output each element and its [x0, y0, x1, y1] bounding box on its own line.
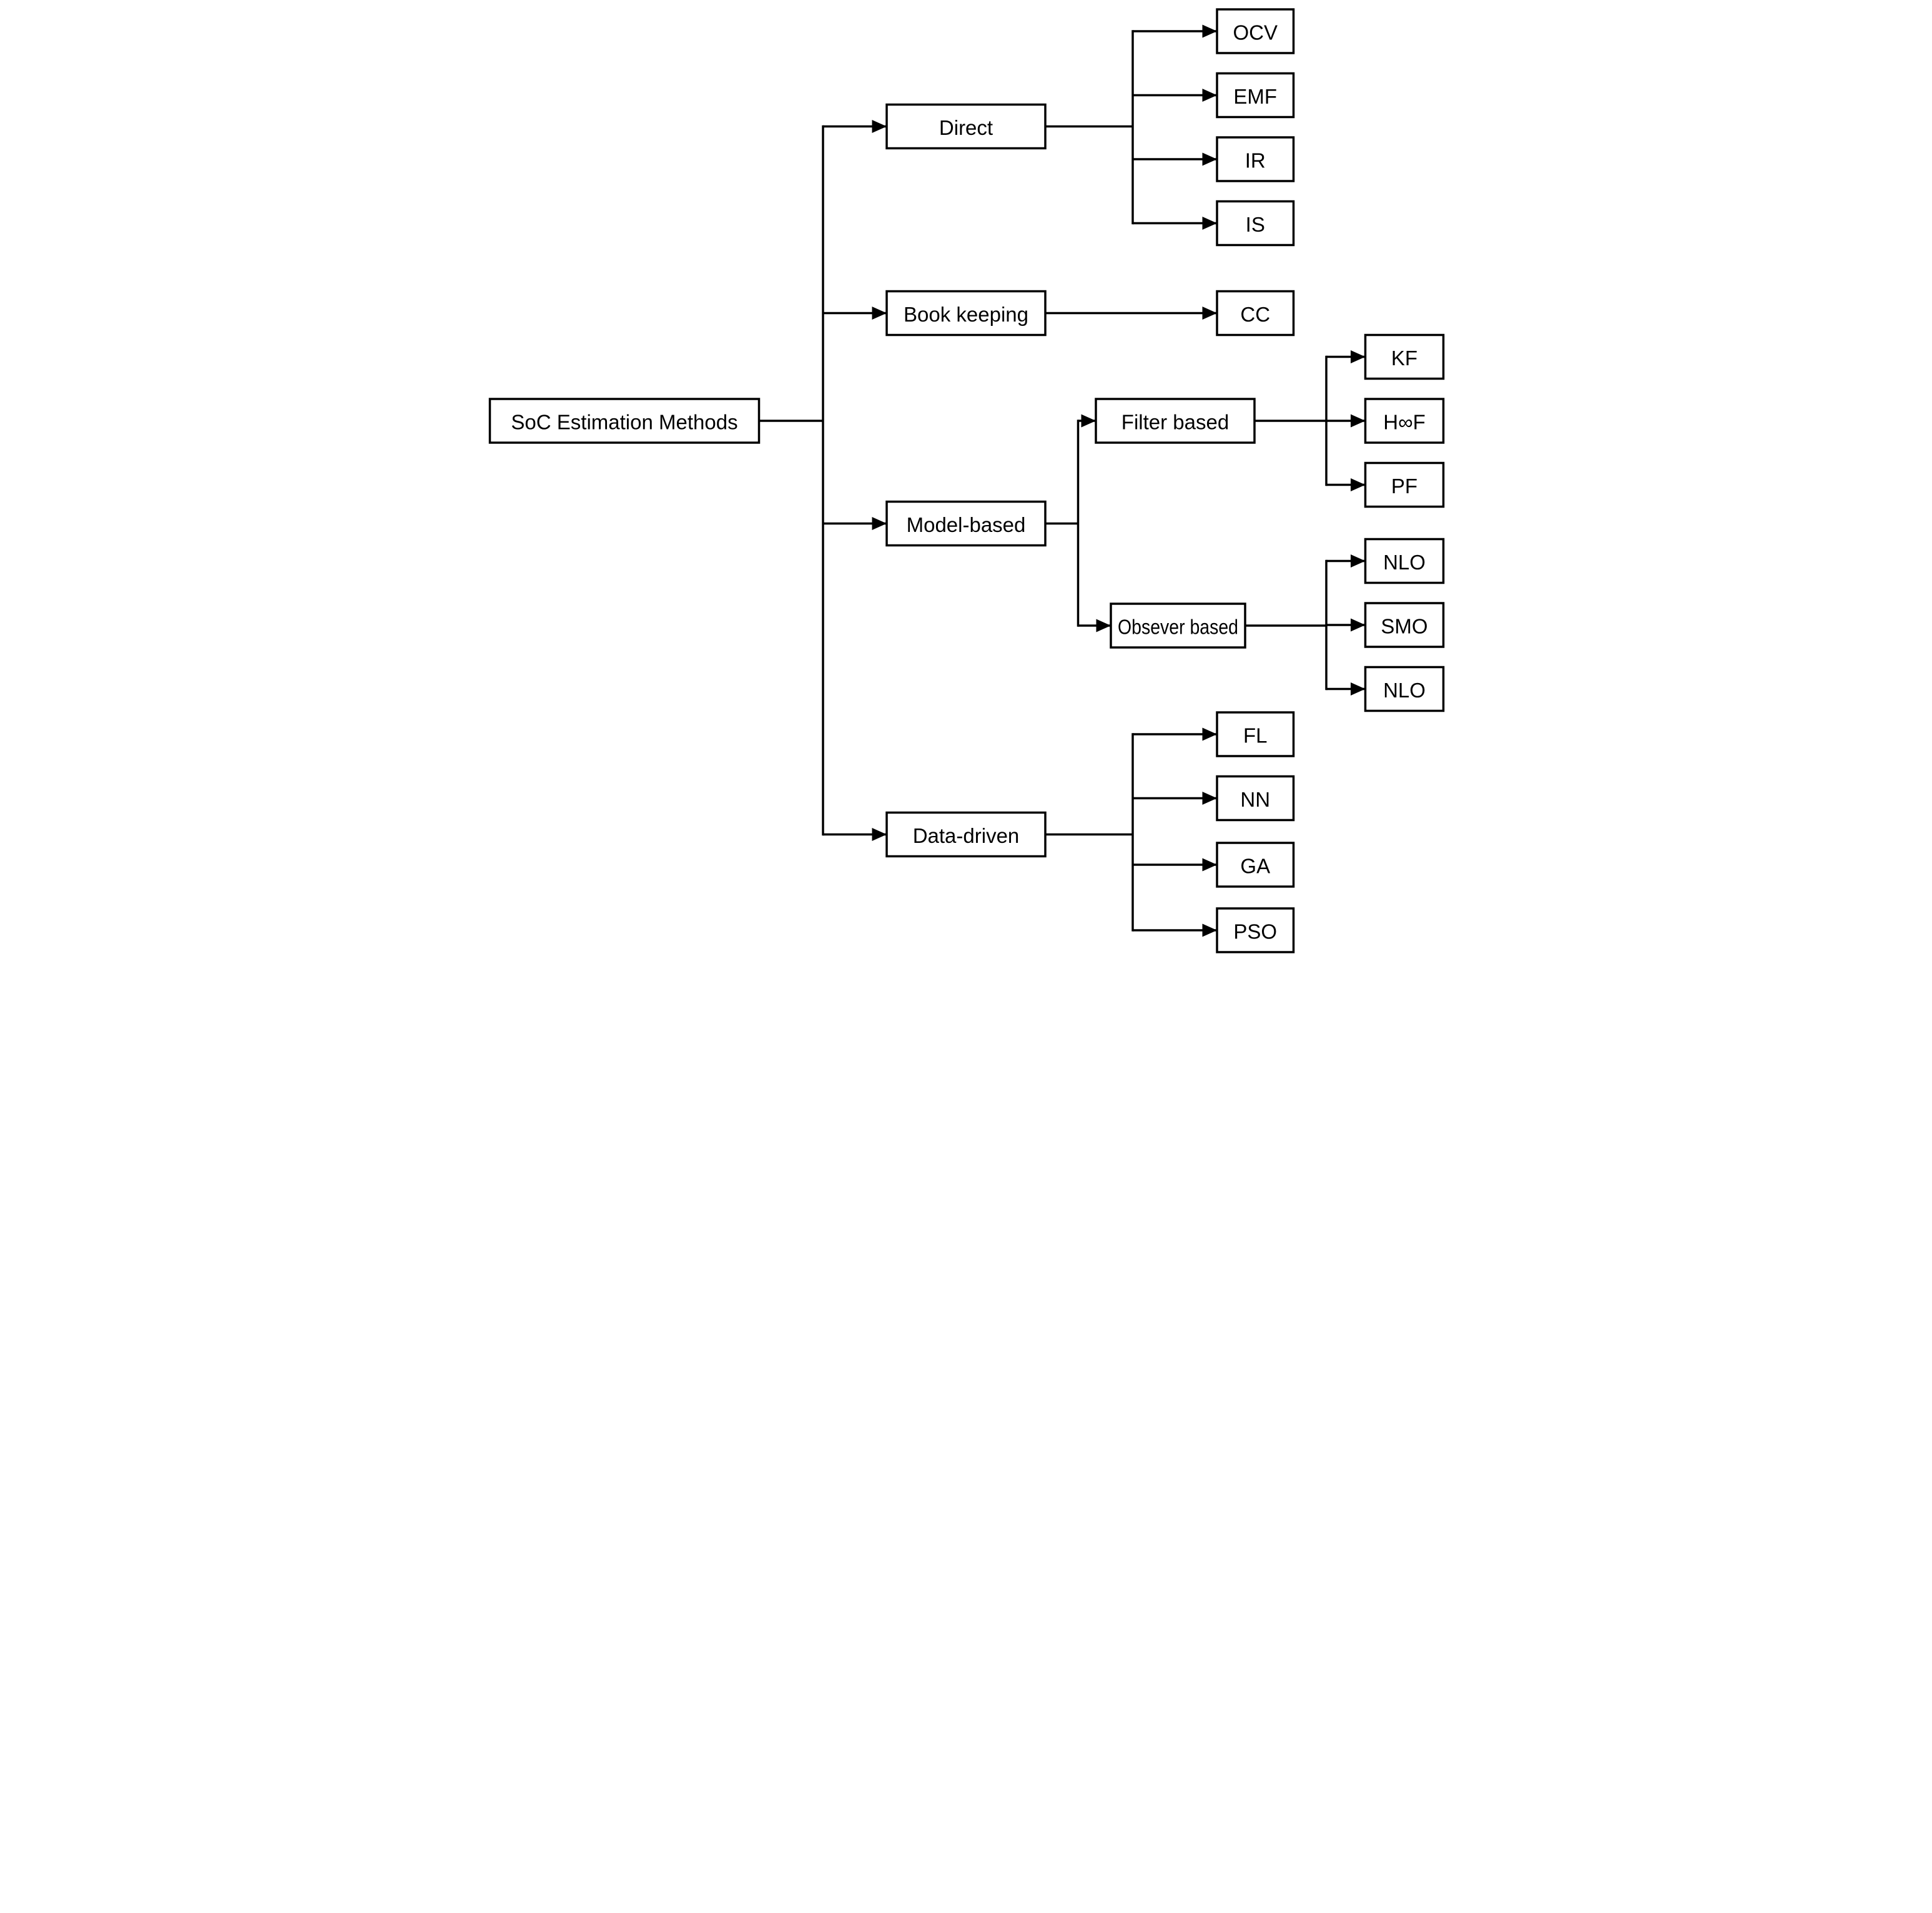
- node-datadriven-label: Data-driven: [912, 824, 1019, 847]
- node-kf-box: [1364, 333, 1444, 380]
- node-cc-box: [1215, 290, 1294, 337]
- node-modelbased-label: Model-based: [906, 513, 1025, 536]
- node-ir: IR: [1215, 136, 1294, 182]
- node-nn-box: [1215, 775, 1294, 822]
- node-fl: FL: [1215, 711, 1294, 757]
- node-filterbased: Filter based: [1094, 398, 1256, 444]
- node-root-label: SoC Estimation Methods: [511, 411, 737, 434]
- node-modelbased-box: [885, 500, 1047, 547]
- node-pf-label: PF: [1391, 475, 1417, 498]
- node-pf: PF: [1364, 461, 1444, 508]
- node-emf-label: EMF: [1233, 85, 1277, 108]
- node-ocv: OCV: [1215, 8, 1294, 54]
- node-fl-box: [1215, 711, 1294, 757]
- node-pso: PSO: [1215, 907, 1294, 953]
- node-is-box: [1215, 200, 1294, 247]
- node-pf-box: [1364, 461, 1444, 508]
- node-ocv-label: OCV: [1233, 21, 1278, 44]
- node-smo: SMO: [1364, 602, 1444, 648]
- node-hinff-label: H∞F: [1383, 411, 1426, 434]
- node-is: IS: [1215, 200, 1294, 247]
- node-nlo2: NLO: [1364, 666, 1444, 712]
- node-nlo1-box: [1364, 538, 1444, 584]
- node-obseverbased-label: Obsever based: [1118, 616, 1238, 639]
- node-direct: Direct: [885, 103, 1047, 150]
- node-pso-label: PSO: [1233, 920, 1277, 943]
- node-nlo1: NLO: [1364, 538, 1444, 584]
- node-kf-label: KF: [1391, 347, 1417, 370]
- node-nlo1-label: NLO: [1383, 551, 1426, 574]
- node-kf: KF: [1364, 333, 1444, 380]
- node-bookkeeping-box: [885, 290, 1047, 337]
- node-direct-box: [885, 103, 1047, 150]
- node-ir-box: [1215, 136, 1294, 182]
- node-is-label: IS: [1245, 213, 1264, 236]
- node-direct-label: Direct: [939, 116, 992, 139]
- node-obseverbased-box: [1109, 602, 1246, 649]
- node-ga-label: GA: [1240, 855, 1270, 878]
- node-smo-box: [1364, 602, 1444, 648]
- node-nn: NN: [1215, 775, 1294, 822]
- node-ocv-box: [1215, 8, 1294, 54]
- node-fl-label: FL: [1243, 724, 1267, 747]
- edges-layer: [759, 24, 1365, 937]
- node-nlo2-label: NLO: [1383, 679, 1426, 702]
- node-root: SoC Estimation Methods: [488, 398, 760, 444]
- node-cc: CC: [1215, 290, 1294, 337]
- node-filterbased-label: Filter based: [1121, 411, 1228, 434]
- node-emf: EMF: [1215, 72, 1294, 119]
- node-ga: GA: [1215, 842, 1294, 888]
- node-hinff: H∞F: [1364, 398, 1444, 444]
- node-root-box: [488, 398, 760, 444]
- node-modelbased: Model-based: [885, 500, 1047, 547]
- node-datadriven: Data-driven: [885, 811, 1047, 858]
- node-hinff-box: [1364, 398, 1444, 444]
- node-ga-box: [1215, 842, 1294, 888]
- node-bookkeeping: Book keeping: [885, 290, 1047, 337]
- node-obseverbased: Obsever based: [1109, 602, 1246, 649]
- node-filterbased-box: [1094, 398, 1256, 444]
- node-cc-label: CC: [1240, 303, 1270, 326]
- node-nlo2-box: [1364, 666, 1444, 712]
- node-bookkeeping-label: Book keeping: [904, 303, 1028, 326]
- node-ir-label: IR: [1244, 149, 1265, 172]
- node-emf-box: [1215, 72, 1294, 119]
- node-pso-box: [1215, 907, 1294, 953]
- node-nn-label: NN: [1240, 788, 1270, 811]
- node-datadriven-box: [885, 811, 1047, 858]
- node-smo-label: SMO: [1381, 615, 1427, 638]
